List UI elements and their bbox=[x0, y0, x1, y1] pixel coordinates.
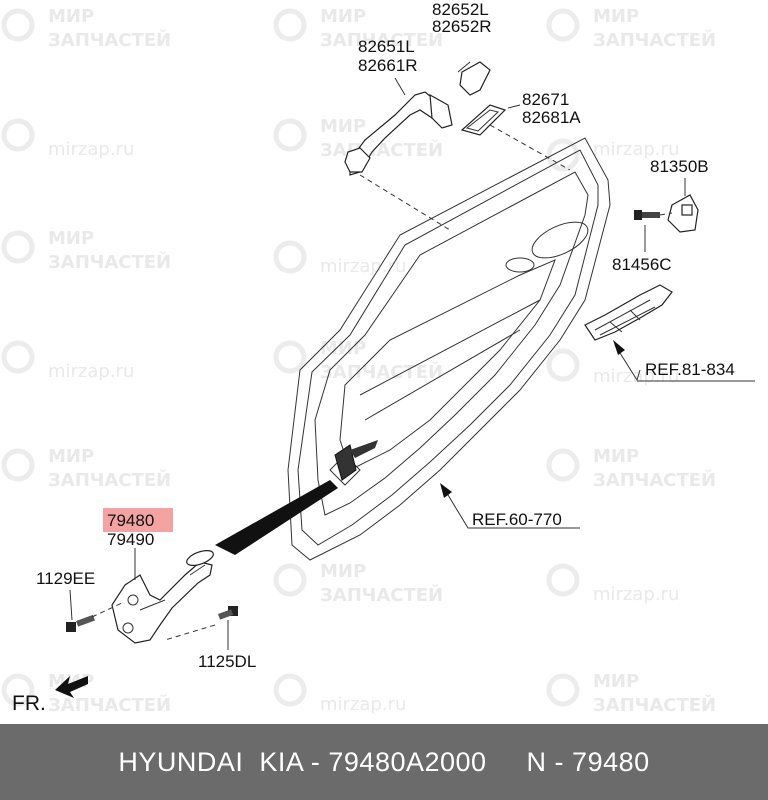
svg-text:ЗАПЧАСТЕЙ: ЗАПЧАСТЕЙ bbox=[48, 251, 171, 273]
bolt-1125DL bbox=[164, 606, 238, 641]
svg-text:mirzap.ru: mirzap.ru bbox=[320, 256, 406, 277]
striker-part bbox=[634, 194, 699, 233]
front-arrow-icon bbox=[55, 676, 88, 698]
svg-text:ЗАПЧАСТЕЙ: ЗАПЧАСТЕЙ bbox=[48, 29, 171, 51]
label-82681A: 82681A bbox=[522, 108, 581, 127]
label-82661R: 82661R bbox=[358, 56, 418, 75]
svg-text:ЗАПЧАСТЕЙ: ЗАПЧАСТЕЙ bbox=[320, 29, 443, 51]
label-82671: 82671 bbox=[522, 90, 569, 109]
footer-bar: HYUNDAI KIA - 79480A2000 N - 79480 bbox=[0, 724, 768, 800]
highlight-79480 bbox=[103, 508, 173, 532]
leader-82652 bbox=[457, 61, 471, 73]
svg-text:ЗАПЧАСТЕЙ: ЗАПЧАСТЕЙ bbox=[593, 469, 716, 491]
svg-text:МИР: МИР bbox=[593, 446, 639, 467]
label-ref-60-770: REF.60-770 bbox=[472, 510, 562, 529]
svg-text:МИР: МИР bbox=[320, 561, 366, 582]
watermark-layer: МИР ЗАПЧАСТЕЙ МИР ЗАПЧАСТЕЙ МИР ЗАПЧАСТЕ… bbox=[1, 6, 716, 716]
bolt-1129EE bbox=[66, 602, 123, 632]
checker-leader-wedge bbox=[215, 480, 338, 555]
label-1125DL: 1125DL bbox=[198, 652, 256, 671]
outside-handle bbox=[344, 91, 453, 176]
svg-text:МИР: МИР bbox=[593, 671, 639, 692]
svg-text:mirzap.ru: mirzap.ru bbox=[593, 584, 679, 605]
ref60770-arrow bbox=[444, 489, 580, 529]
leader-82651 bbox=[394, 77, 406, 96]
label-82652R: 82652R bbox=[432, 17, 492, 36]
svg-text:mirzap.ru: mirzap.ru bbox=[48, 361, 134, 382]
leader-82671 bbox=[507, 104, 521, 109]
svg-text:ЗАПЧАСТЕЙ: ЗАПЧАСТЕЙ bbox=[320, 584, 443, 606]
label-82652L: 82652L bbox=[432, 0, 489, 19]
svg-text:mirzap.ru: mirzap.ru bbox=[593, 366, 679, 387]
svg-text:ЗАПЧАСТЕЙ: ЗАПЧАСТЕЙ bbox=[593, 29, 716, 51]
svg-text:МИР: МИР bbox=[320, 116, 366, 137]
svg-text:mirzap.ru: mirzap.ru bbox=[593, 139, 679, 160]
leader-1129EE bbox=[69, 589, 73, 621]
latch-part bbox=[584, 284, 673, 341]
label-ref-81-834: REF.81-834 bbox=[645, 360, 735, 379]
svg-text:МИР: МИР bbox=[48, 228, 94, 249]
door-checker-part bbox=[111, 550, 214, 644]
label-81350B: 81350B bbox=[650, 157, 709, 176]
label-79480: 79480 bbox=[107, 511, 154, 530]
svg-text:МИР: МИР bbox=[48, 6, 94, 27]
label-82651L: 82651L bbox=[358, 37, 415, 56]
svg-text:МИР: МИР bbox=[48, 446, 94, 467]
dashed-handle-line bbox=[359, 174, 451, 231]
svg-text:МИР: МИР bbox=[320, 6, 366, 27]
label-front: FR. bbox=[12, 692, 46, 715]
parts-diagram: МИР ЗАПЧАСТЕЙ МИР ЗАПЧАСТЕЙ МИР ЗАПЧАСТЕ… bbox=[1, 0, 755, 716]
handle-cover bbox=[459, 61, 491, 96]
svg-text:ЗАПЧАСТЕЙ: ЗАПЧАСТЕЙ bbox=[48, 694, 171, 716]
label-1129EE: 1129EE bbox=[36, 569, 95, 588]
svg-text:ЗАПЧАСТЕЙ: ЗАПЧАСТЕЙ bbox=[320, 361, 443, 383]
footer-part-number: HYUNDAI KIA - 79480A2000 N - 79480 bbox=[118, 746, 650, 777]
label-79490: 79490 bbox=[107, 530, 154, 549]
svg-text:mirzap.ru: mirzap.ru bbox=[48, 139, 134, 160]
svg-text:ЗАПЧАСТЕЙ: ЗАПЧАСТЕЙ bbox=[593, 694, 716, 716]
door-panel bbox=[287, 137, 611, 561]
dashed-gasket-line bbox=[489, 124, 571, 171]
svg-text:МИР: МИР bbox=[320, 338, 366, 359]
label-81456C: 81456C bbox=[612, 255, 672, 274]
handle-gasket bbox=[460, 104, 507, 136]
ref81834-arrow bbox=[614, 344, 641, 382]
svg-text:mirzap.ru: mirzap.ru bbox=[320, 694, 406, 715]
svg-text:МИР: МИР bbox=[593, 6, 639, 27]
svg-text:ЗАПЧАСТЕЙ: ЗАПЧАСТЕЙ bbox=[48, 469, 171, 491]
